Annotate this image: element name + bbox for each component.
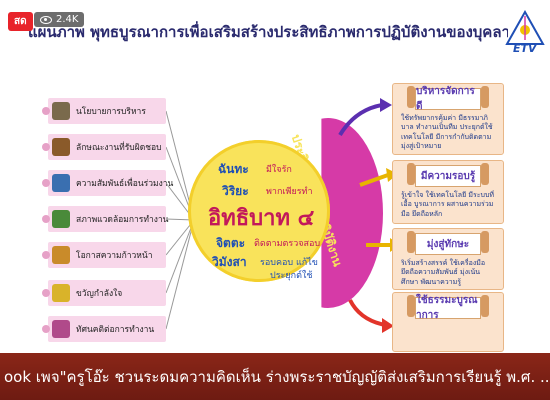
jitta-label: จิตตะ [216, 236, 246, 250]
box-title: ใช้ธรรมะบูรณาการ [415, 295, 481, 321]
scroll-roll-left [407, 163, 415, 185]
news-ticker: ook เพจ"ครูโอ๊ะ ชวนระดมความคิดเห็น ร่างพ… [0, 353, 550, 400]
ticker-text: ook เพจ"ครูโอ๊ะ ชวนระดมความคิดเห็น ร่างพ… [4, 367, 550, 386]
box-title: มุ่งสู่ทักษะ [415, 233, 481, 255]
wimangsa-label: วิมังสา [212, 255, 247, 269]
box-body: ริเริ่มสร้างสรรค์ ใช้เครื่องมือ ยึดถือคว… [401, 259, 486, 286]
scroll-roll-right [481, 163, 489, 185]
iddhipada-circle: ฉันทะ มีใจรัก วิริยะ พากเพียรทำ อิทธิบาท… [188, 140, 330, 282]
live-badge: สด [8, 12, 33, 31]
box-body: ใช้ทรัพยากรคุ้มค่า มีธรรมาภิบาล ทำงานเป็… [401, 114, 493, 151]
etv-logo: ETV [505, 9, 545, 55]
left-item-7: ทัศนคติต่อการทำงาน [42, 316, 166, 342]
eye-icon [40, 15, 52, 24]
podium-icon [52, 138, 70, 156]
right-box-management: บริหารจัดการดี ใช้ทรัพยากรคุ้มค่า มีธรรม… [392, 83, 504, 155]
left-item-6: ขวัญกำลังใจ [42, 280, 166, 306]
scroll-roll-left [407, 86, 415, 108]
right-box-skills: มุ่งสู่ทักษะ ริเริ่มสร้างสรรค์ ใช้เครื่อ… [392, 228, 504, 290]
wimangsa-desc: รอบคอบ แก้ไข [260, 258, 318, 268]
logo-text: ETV [513, 42, 537, 55]
chanta-label: ฉันทะ [218, 162, 249, 176]
left-item-3: ความสัมพันธ์เพื่อนร่วมงาน [42, 170, 173, 196]
wiriya-desc: พากเพียรทำ [266, 187, 313, 197]
chanta-desc: มีใจรัก [266, 165, 292, 175]
left-item-4: สภาพแวดล้อมการทำงาน [42, 206, 168, 232]
view-count-badge: 2.4K [34, 12, 85, 27]
people-icon [52, 174, 70, 192]
trophy-icon [52, 284, 70, 302]
view-count: 2.4K [56, 14, 79, 25]
ladder-icon [52, 246, 70, 264]
scroll-roll-right [481, 231, 489, 253]
left-item-2: ลักษณะงานที่รับผิดชอบ [42, 134, 166, 160]
scroll-roll-left [407, 295, 415, 317]
arrows [338, 98, 400, 333]
box-body: รู้เข้าใจ ใช้เทคโนโลยี มีระบบที่เอื้อ บู… [401, 191, 495, 218]
box-title: มีความรอบรู้ [415, 165, 481, 187]
scroll-roll-right [481, 295, 489, 317]
document-icon [52, 102, 70, 120]
iddhipada-title: อิทธิบาท ๔ [208, 206, 315, 231]
wiriya-label: วิริยะ [222, 184, 249, 198]
left-item-1: นโยบายการบริหาร [42, 98, 166, 124]
right-box-dhamma: ใช้ธรรมะบูรณาการ [392, 292, 504, 352]
slide-title: แผนภาพ พุทธบูรณาการเพื่อเสริมสร้างประสิท… [28, 23, 508, 41]
right-box-knowledge: มีความรอบรู้ รู้เข้าใจ ใช้เทคโนโลยี มีระ… [392, 160, 504, 224]
jitta-desc: ติดตามตรวจสอบ [254, 239, 321, 249]
office-icon [52, 210, 70, 228]
left-item-5: โอกาสความก้าวหน้า [42, 242, 166, 268]
thinking-icon [52, 320, 70, 338]
scroll-roll-right [481, 86, 489, 108]
box-title: บริหารจัดการดี [415, 86, 481, 112]
wimangsa-desc-2: ประยุกต์ใช้ [270, 271, 313, 281]
scroll-roll-left [407, 231, 415, 253]
